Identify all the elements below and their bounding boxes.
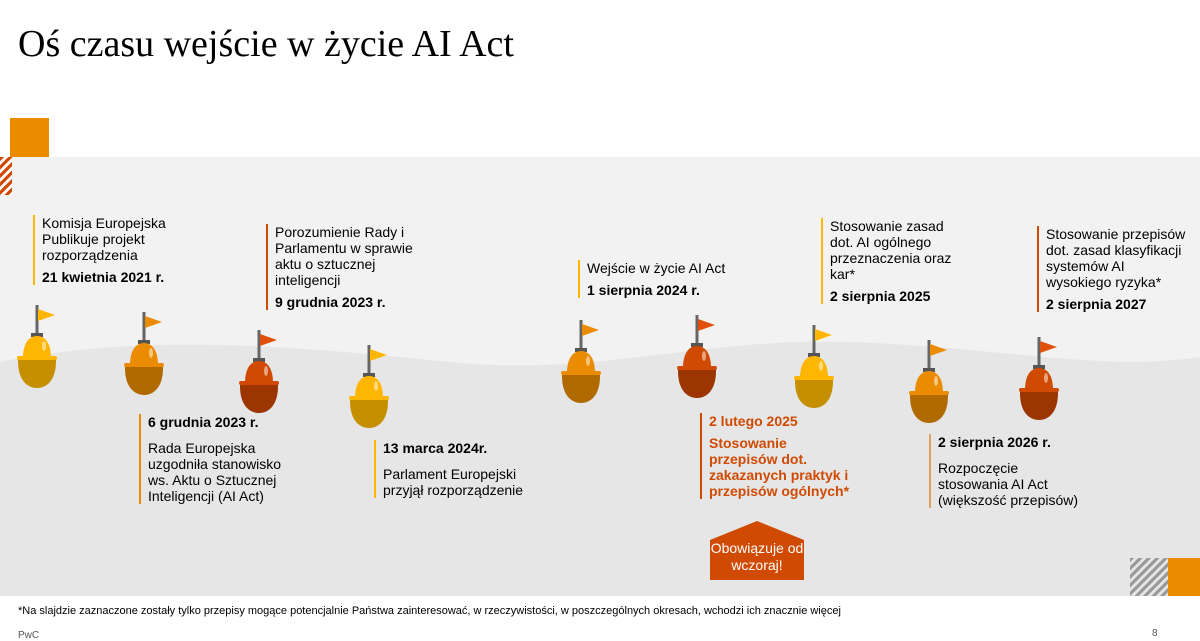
buoy-icon (13, 303, 73, 393)
event-date: 9 grudnia 2023 r. (275, 294, 386, 310)
wave-shape (0, 341, 1200, 596)
page-title: Oś czasu wejście w życie AI Act (18, 23, 514, 65)
event-2024-08-01: Wejście w życie AI Act 1 sierpnia 2024 r. (578, 260, 725, 298)
buoy-icon (557, 318, 617, 408)
event-text: Rada Europejska uzgodniła stanowisko ws.… (148, 440, 282, 504)
event-text: Komisja Europejska Publikuje projekt roz… (42, 215, 166, 263)
hatch-decoration (0, 157, 12, 195)
buoy-icon (120, 310, 180, 400)
event-2023-12-09: Porozumienie Rady i Parlamentu w sprawie… (266, 224, 435, 310)
event-date: 6 grudnia 2023 r. (148, 414, 259, 430)
event-2024-03-13: 13 marca 2024r. Parlament Europejski przy… (374, 440, 533, 498)
event-date: 1 sierpnia 2024 r. (587, 282, 700, 298)
orange-square-decoration (1168, 558, 1200, 596)
event-2023-12-06: 6 grudnia 2023 r. Rada Europejska uzgodni… (139, 414, 293, 504)
hatch-decoration (1130, 558, 1168, 596)
orange-square-decoration (10, 118, 49, 157)
event-text: Rozpoczęcie stosowania AI Act (większość… (938, 460, 1079, 508)
event-2026-08-02: 2 sierpnia 2026 r. Rozpoczęcie stosowania… (929, 434, 1083, 508)
event-text: Stosowanie przepisów dot. zasad klasyfik… (1046, 226, 1186, 290)
buoy-icon (790, 323, 850, 413)
event-date: 2 sierpnia 2027 (1046, 296, 1147, 312)
event-2027-08-02: Stosowanie przepisów dot. zasad klasyfik… (1037, 226, 1191, 312)
event-date: 2 sierpnia 2025 (830, 288, 931, 304)
event-2025-08-02: Stosowanie zasad dot. AI ogólnego przezn… (821, 218, 955, 304)
badge-text: Obowiązuje od wczoraj! (710, 540, 804, 573)
buoy-icon (1015, 335, 1075, 425)
event-text: Parlament Europejski przyjął rozporządze… (383, 466, 524, 498)
event-text: Stosowanie przepisów dot. zakazanych pra… (709, 435, 850, 499)
footnote: *Na slajdzie zaznaczone zostały tylko pr… (18, 605, 841, 617)
event-text: Porozumienie Rady i Parlamentu w sprawie… (275, 224, 413, 288)
event-text: Stosowanie zasad dot. AI ogólnego przezn… (830, 218, 952, 282)
event-text: Wejście w życie AI Act (587, 260, 726, 276)
event-date: 13 marca 2024r. (383, 440, 488, 456)
buoy-icon (905, 338, 965, 428)
event-date: 2 lutego 2025 (709, 413, 798, 429)
event-date: 2 sierpnia 2026 r. (938, 434, 1051, 450)
event-2021: Komisja Europejska Publikuje projekt roz… (33, 215, 182, 285)
buoy-icon (235, 328, 295, 418)
event-date: 21 kwietnia 2021 r. (42, 269, 165, 285)
page-number: 8 (1152, 628, 1158, 639)
in-force-badge: Obowiązuje od wczoraj! (708, 520, 806, 580)
buoy-icon (345, 343, 405, 433)
buoy-icon (673, 313, 733, 403)
